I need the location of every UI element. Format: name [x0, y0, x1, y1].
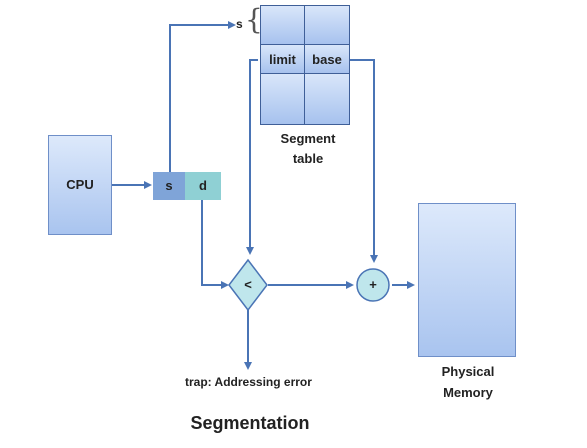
physical-memory-box [418, 203, 516, 357]
base-label: base [312, 52, 342, 67]
segment-table-caption-line1: Segment [280, 131, 336, 146]
compare-symbol: < [244, 277, 252, 292]
adder-circle [356, 268, 390, 302]
adder-symbol: + [369, 277, 377, 292]
segment-table-base-cell [304, 44, 350, 74]
address-s-cell [153, 172, 185, 200]
segment-table-cell [304, 5, 350, 45]
compare-diamond [228, 258, 268, 312]
segment-table-cell [260, 73, 305, 125]
cpu-box [48, 135, 112, 235]
address-d-cell [185, 172, 221, 200]
limit-to-compare-arrow [246, 59, 258, 255]
diagram-title: Segmentation [190, 413, 310, 433]
trap-label: trap: Addressing error [185, 375, 312, 389]
segment-table-caption-line2: table [292, 151, 324, 166]
d-to-compare-arrow [201, 200, 229, 289]
base-to-adder-arrow [350, 59, 378, 263]
s-to-table-arrow [169, 21, 236, 172]
segment-selector-brace: { [245, 3, 263, 36]
segment-selector-label: s [236, 17, 243, 31]
memory-label-line2: Memory [443, 385, 493, 400]
address-s-label: s [165, 178, 173, 193]
memory-label-line1: Physical [441, 364, 495, 379]
address-d-label: d [199, 178, 207, 193]
segment-table-cell [260, 5, 305, 45]
limit-label: limit [269, 52, 296, 67]
cpu-label: CPU [66, 177, 94, 192]
segment-table-cell [304, 73, 350, 125]
